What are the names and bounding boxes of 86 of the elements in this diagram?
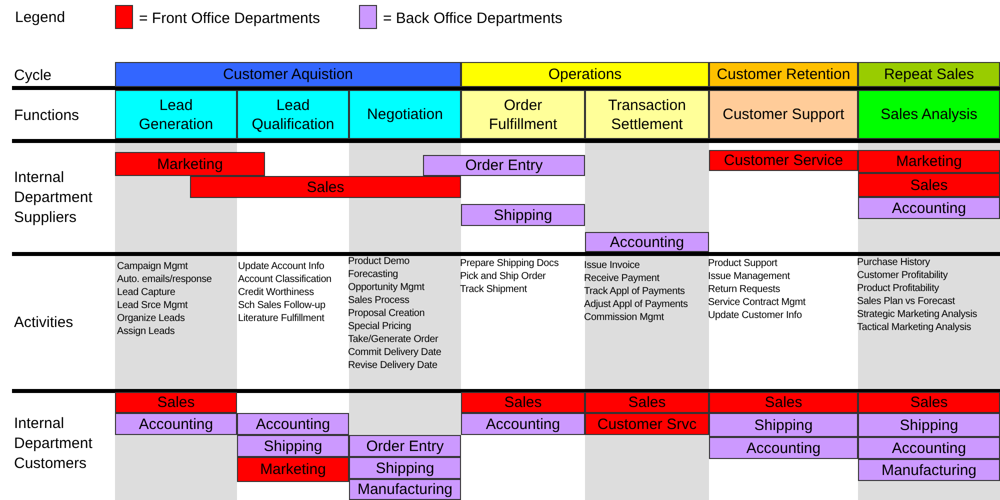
row-header: Internal Department Customers [14, 414, 94, 474]
row-header: Activities [14, 313, 74, 333]
department-bar: Accounting [858, 197, 1000, 219]
activity-item: Organize Leads [117, 312, 186, 325]
activity-item: Account Classification [238, 273, 332, 286]
department-bar: Marketing [115, 152, 265, 176]
department-bar: Shipping [237, 435, 349, 457]
activity-item: Opportunity Mgmt [348, 281, 426, 294]
function-cell: Negotiation [349, 90, 461, 139]
activity-item: Auto. emails/response [117, 273, 212, 286]
activity-item: Revise Delivery Date [348, 359, 438, 372]
function-cell: Sales Analysis [858, 90, 1000, 139]
activity-item: Update Customer Info [708, 309, 803, 322]
department-bar: Marketing [237, 457, 349, 482]
department-bar: Sales [190, 176, 461, 198]
department-bar: Sales [585, 392, 709, 413]
activity-item: Sch Sales Follow-up [238, 299, 326, 312]
department-bar: Order Entry [423, 155, 585, 176]
department-bar: Shipping [349, 457, 461, 479]
legend-label: = Front Office Departments [139, 9, 320, 29]
department-bar: Sales [461, 392, 585, 413]
activity-item: Issue Invoice [584, 259, 641, 272]
department-bar: Accounting [585, 232, 709, 252]
activity-item: Product Demo [348, 255, 411, 268]
activity-item: Campaign Mgmt [117, 260, 189, 273]
department-bar: Sales [115, 392, 237, 413]
department-bar: Shipping [461, 204, 585, 226]
activity-item: Forecasting [348, 268, 400, 281]
department-bar: Manufacturing [858, 459, 1000, 481]
activity-item: Credit Worthiness [238, 286, 315, 299]
activity-item: Customer Profitability [857, 269, 949, 282]
activity-item: Adjust Appl of Payments [584, 298, 688, 311]
activity-item: Literature Fulfillment [238, 312, 326, 325]
function-cell: Lead Qualification [237, 90, 349, 139]
activity-item: Issue Management [708, 270, 791, 283]
activity-item: Track Appl of Payments [584, 285, 686, 298]
activity-item: Sales Plan vs Forecast [857, 295, 956, 308]
cycle-band: Repeat Sales [858, 62, 1000, 87]
function-cell: Order Fulfillment [461, 90, 585, 139]
department-bar: Shipping [709, 413, 858, 437]
department-bar: Accounting [461, 413, 585, 435]
department-bar: Sales [858, 173, 1000, 197]
row-header: Cycle [14, 66, 53, 86]
activity-item: Update Account Info [238, 260, 326, 273]
activity-item: Assign Leads [117, 325, 176, 338]
activity-item: Product Profitability [857, 282, 940, 295]
activity-item: Purchase History [857, 256, 931, 269]
department-bar: Customer Service [709, 150, 858, 171]
activity-item: Receive Payment [584, 272, 660, 285]
legend-label: = Back Office Departments [383, 9, 562, 29]
department-bar: Accounting [115, 413, 237, 435]
legend-title: Legend [15, 8, 66, 28]
department-bar: Customer Srvc [585, 413, 709, 435]
department-bar: Order Entry [349, 435, 461, 457]
activity-item: Lead Srce Mgmt [117, 299, 189, 312]
row-header: Functions [14, 106, 80, 126]
activity-item: Proposal Creation [348, 307, 426, 320]
cycle-band: Customer Aquistion [115, 62, 461, 87]
department-bar: Accounting [709, 437, 858, 459]
cycle-band: Operations [461, 62, 709, 87]
function-cell: Lead Generation [115, 90, 237, 139]
activity-item: Prepare Shipping Docs [460, 257, 559, 270]
department-bar: Sales [858, 392, 1000, 413]
function-cell: Transaction Settlement [585, 90, 709, 139]
department-bar: Accounting [237, 413, 349, 435]
activity-item: Commit Delivery Date [348, 346, 442, 359]
department-bar: Shipping [858, 413, 1000, 437]
function-cell: Customer Support [709, 90, 858, 139]
department-bar: Sales [709, 392, 858, 413]
activity-item: Track Shipment [460, 283, 528, 296]
activity-item: Return Requests [708, 283, 782, 296]
activity-item: Product Support [708, 257, 778, 270]
department-bar: Marketing [858, 150, 1000, 173]
activity-item: Lead Capture [117, 286, 176, 299]
activity-item: Pick and Ship Order [460, 270, 547, 283]
department-bar: Accounting [858, 437, 1000, 459]
row-header: Internal Department Suppliers [14, 168, 94, 228]
cycle-band: Customer Retention [709, 62, 858, 87]
department-bar: Manufacturing [349, 479, 461, 500]
activity-item: Special Pricing [348, 320, 412, 333]
activity-item: Strategic Marketing Analysis [857, 308, 978, 321]
activity-item: Take/Generate Order [348, 333, 440, 346]
activity-item: Service Contract Mgmt [708, 296, 806, 309]
activity-item: Sales Process [348, 294, 410, 307]
activity-item: Commission Mgmt [584, 311, 665, 324]
activity-item: Tactical Marketing Analysis [857, 321, 972, 334]
